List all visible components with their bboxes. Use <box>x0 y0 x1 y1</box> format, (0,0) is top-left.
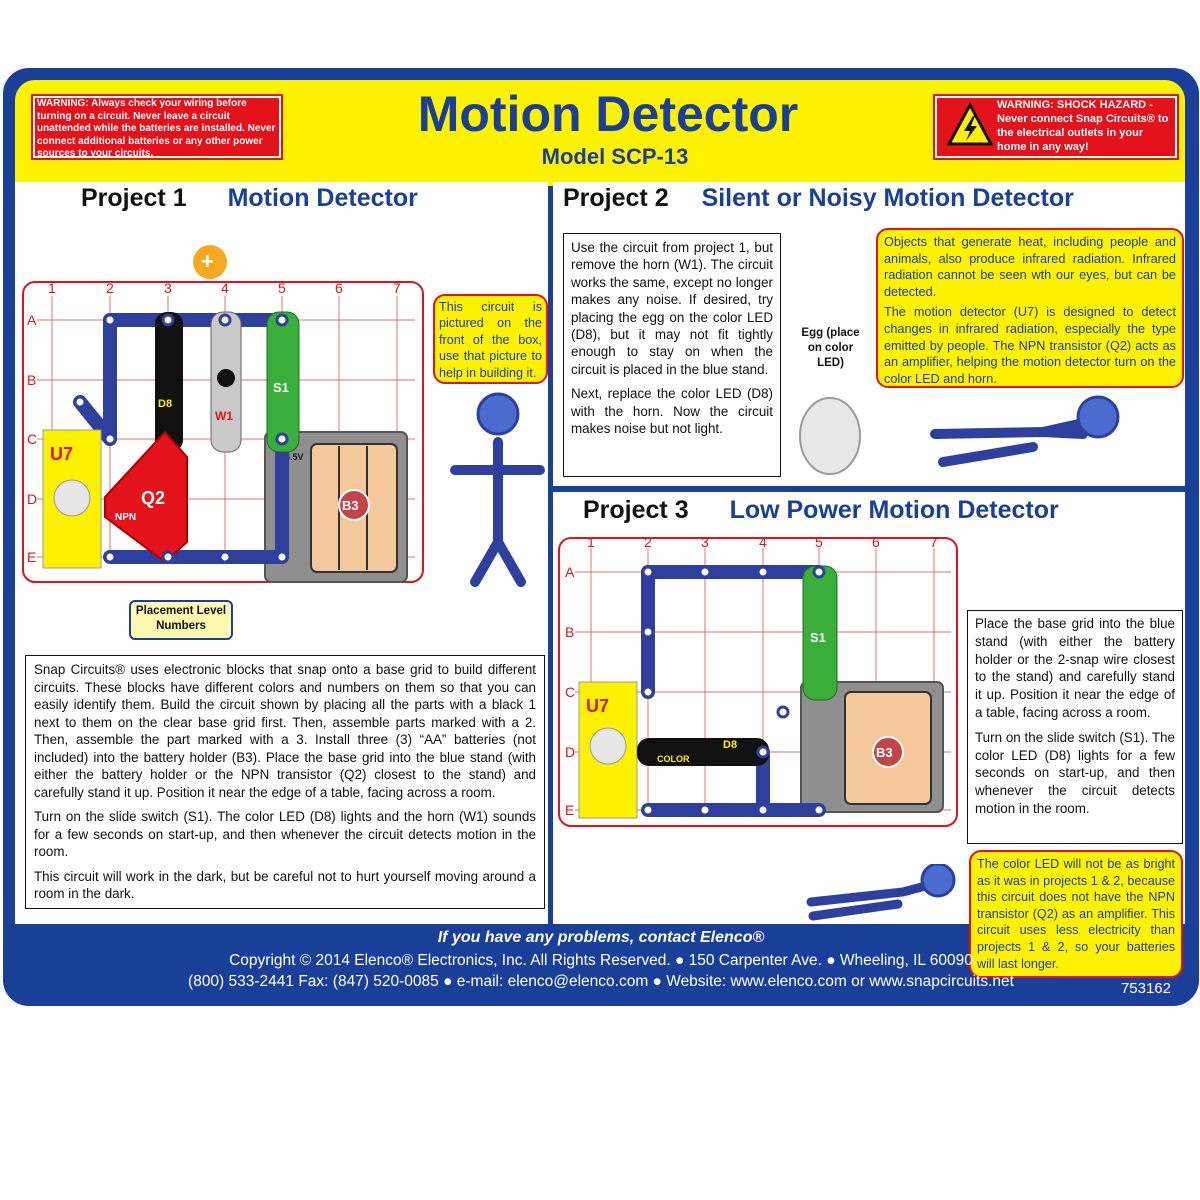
project1-heading: Project 1 Motion Detector <box>81 184 418 213</box>
q2-label: Q2 <box>141 488 165 508</box>
instruction-card: WARNING: Always check your wiring before… <box>3 68 1199 1006</box>
project3-mascot-illustration <box>806 864 956 921</box>
lightning-hazard-icon <box>947 102 993 146</box>
footer-problems: If you have any problems, contact Elenco… <box>437 929 765 946</box>
project1-paragraph-1: Snap Circuits® uses electronic blocks th… <box>34 662 536 800</box>
col-label-5: 5 <box>815 534 823 550</box>
project2-paragraph-2: Next, replace the color LED (D8) with th… <box>571 386 773 437</box>
grid-border <box>22 281 424 583</box>
footer-copyright: Copyright © 2014 Elenco® Electronics, In… <box>229 952 973 969</box>
s1-label: S1 <box>273 380 289 395</box>
w1-label: W1 <box>215 409 233 423</box>
footer-contact: (800) 533-2441 Fax: (847) 520-0085 ● e-m… <box>188 973 1014 990</box>
row-label-a: A <box>27 312 37 328</box>
project3-instructions: Place the base grid into the blue stand … <box>967 610 1183 844</box>
project2-bubble-paragraph-1: Objects that generate heat, including pe… <box>884 235 1176 299</box>
d8-label: D8 <box>158 398 172 410</box>
project3-panel: Project 3 Low Power Motion Detector 1 2 3… <box>553 492 1185 978</box>
project2-name: Silent or Noisy Motion Detector <box>701 184 1074 212</box>
led-d8 <box>155 312 183 452</box>
col-label-4: 4 <box>221 280 229 296</box>
project2-mascot-illustration <box>930 395 1120 467</box>
model-number: Model SCP-13 <box>541 144 689 169</box>
voltage-label: 4.5V <box>285 452 304 462</box>
egg-illustration <box>799 397 861 475</box>
project2-instructions: Use the circuit from project 1, but remo… <box>563 233 781 477</box>
snap-points <box>73 313 289 564</box>
project1-panel: Project 1 Motion Detector 1 2 3 4 5 6 7 A B … <box>15 182 548 924</box>
stick-figure-illustration <box>450 437 545 587</box>
power-plus-icon <box>193 245 227 279</box>
project2-panel: Project 2 Silent or Noisy Motion Detecto… <box>553 182 1185 486</box>
placement-level-label: Placement Level Numbers <box>129 600 233 640</box>
row-label-b: B <box>565 624 574 640</box>
npn-label: NPN <box>115 512 136 523</box>
project1-instructions: Snap Circuits® uses electronic blocks th… <box>25 655 545 909</box>
mascot-face-icon <box>476 392 520 436</box>
u7-label: U7 <box>586 696 609 716</box>
project2-heading: Project 2 Silent or Noisy Motion Detecto… <box>563 184 1074 213</box>
col-label-1: 1 <box>48 280 56 296</box>
project1-paragraph-2: Turn on the slide switch (S1). The color… <box>34 809 536 859</box>
project3-number: Project 3 <box>583 496 689 524</box>
col-label-7: 7 <box>930 534 938 550</box>
col-label-3: 3 <box>164 280 172 296</box>
project2-number: Project 2 <box>563 184 669 212</box>
col-label-6: 6 <box>335 280 343 296</box>
project1-circuit-diagram: 1 2 3 4 5 6 7 A B C D E B3 4.5V <box>22 245 545 587</box>
transistor-q2 <box>104 430 188 564</box>
project3-circuit-diagram: 1 2 3 4 5 6 7 A B C D E B3 S1 U7 D8 COLOR <box>558 534 958 827</box>
col-label-4: 4 <box>759 534 767 550</box>
shock-warning-text: WARNING: SHOCK HAZARD - Never connect Sn… <box>997 99 1169 153</box>
project3-heading: Project 3 Low Power Motion Detector <box>583 496 1059 525</box>
footer-code: 753162 <box>1120 980 1171 997</box>
col-label-5: 5 <box>278 280 286 296</box>
grid-border <box>558 537 958 827</box>
project2-bubble-paragraph-2: The motion detector (U7) is designed to … <box>884 305 1176 386</box>
project3-bubble: The color LED will not be as bright as i… <box>969 850 1183 978</box>
col-label-2: 2 <box>644 534 652 550</box>
project2-paragraph-1: Use the circuit from project 1, but remo… <box>571 240 773 377</box>
row-label-a: A <box>565 564 575 580</box>
snap-wires <box>73 313 289 564</box>
switch-s1 <box>266 311 300 453</box>
header-banner: WARNING: Always check your wiring before… <box>15 80 1185 186</box>
led-d8 <box>637 738 769 766</box>
svg-text:+: + <box>201 249 214 274</box>
row-label-d: D <box>27 491 37 507</box>
col-label-6: 6 <box>872 534 880 550</box>
project3-name: Low Power Motion Detector <box>729 496 1059 524</box>
col-label-2: 2 <box>106 280 114 296</box>
u7-label: U7 <box>50 444 73 464</box>
project3-paragraph-1: Place the base grid into the blue stand … <box>975 616 1175 720</box>
project2-bubble: Objects that generate heat, including pe… <box>876 228 1184 388</box>
project1-number: Project 1 <box>81 184 187 212</box>
project1-paragraph-3: This circuit will work in the dark, but … <box>34 868 536 902</box>
row-label-e: E <box>27 549 36 565</box>
row-label-c: C <box>27 431 37 447</box>
color-label: COLOR <box>657 754 690 764</box>
col-label-3: 3 <box>701 534 709 550</box>
page-title: Motion Detector <box>417 86 799 142</box>
project1-bubble: This circuit is pictured on the front of… <box>433 294 548 384</box>
project3-paragraph-2: Turn on the slide switch (S1). The color… <box>975 729 1175 816</box>
d8-label: D8 <box>723 739 737 751</box>
b3-label: B3 <box>876 745 893 760</box>
footer: If you have any problems, contact Elenco… <box>7 924 1195 1002</box>
row-label-e: E <box>565 802 574 818</box>
s1-label: S1 <box>810 630 826 645</box>
row-label-d: D <box>565 744 575 760</box>
wiring-warning: WARNING: Always check your wiring before… <box>31 94 283 160</box>
b3-label: B3 <box>342 498 359 513</box>
row-label-b: B <box>27 372 36 388</box>
col-label-7: 7 <box>393 280 401 296</box>
row-label-c: C <box>565 684 575 700</box>
project1-name: Motion Detector <box>227 184 418 212</box>
col-label-1: 1 <box>587 534 595 550</box>
egg-label: Egg (place on color LED) <box>801 327 860 369</box>
